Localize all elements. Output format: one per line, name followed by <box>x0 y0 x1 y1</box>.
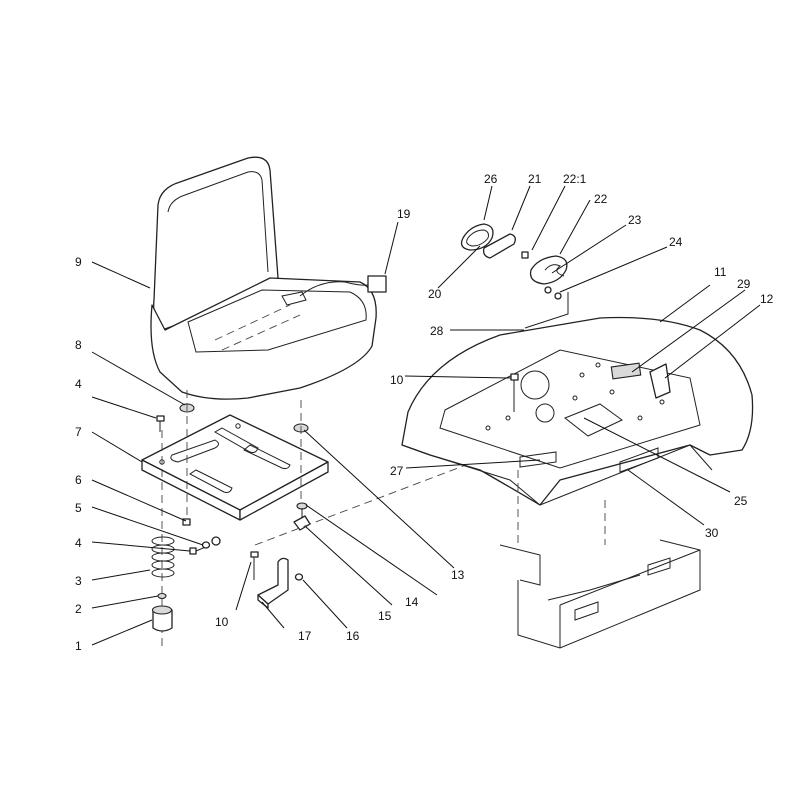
callout-9: 9 <box>75 255 82 269</box>
callout-25: 25 <box>734 494 748 508</box>
callout-3: 3 <box>75 574 82 588</box>
callout-28: 28 <box>430 324 444 338</box>
frame <box>499 470 701 649</box>
fender-bolt <box>510 373 519 412</box>
callout-12: 12 <box>760 292 774 306</box>
callout-26: 26 <box>484 172 498 186</box>
washer-small <box>157 592 167 600</box>
callout-19: 19 <box>397 207 411 221</box>
seat-mount-plate <box>141 414 329 521</box>
bumper <box>151 605 173 632</box>
callout-21: 21 <box>528 172 542 186</box>
bracket <box>250 551 304 609</box>
callout-23: 23 <box>628 213 642 227</box>
callout-15: 15 <box>378 609 392 623</box>
callout-2: 2 <box>75 602 82 616</box>
spring <box>151 536 175 578</box>
callout-16: 16 <box>346 629 360 643</box>
light-assembly <box>460 223 569 329</box>
callout-13: 13 <box>451 568 465 582</box>
callout-6: 6 <box>75 473 82 487</box>
fender <box>401 316 754 506</box>
callout-11: 11 <box>714 265 727 279</box>
seat-adjust-knob <box>293 502 311 531</box>
callout-22-1: 22:1 <box>563 172 587 186</box>
callout-27: 27 <box>390 464 404 478</box>
bolt-side <box>189 536 221 555</box>
callout-17: 17 <box>298 629 312 643</box>
callout-14: 14 <box>405 595 419 609</box>
callout-29: 29 <box>737 277 751 291</box>
callout-4-lower: 4 <box>75 536 82 550</box>
callout-24: 24 <box>669 235 683 249</box>
callout-4-upper: 4 <box>75 377 82 391</box>
callout-10-lower: 10 <box>215 615 229 629</box>
callout-20: 20 <box>428 287 442 301</box>
callout-7: 7 <box>75 425 82 439</box>
nut-plate <box>182 518 191 526</box>
callout-8: 8 <box>75 338 82 352</box>
bolt-upper <box>156 415 165 432</box>
leader-lines <box>91 185 761 646</box>
callout-5: 5 <box>75 501 82 515</box>
callout-30: 30 <box>705 526 719 540</box>
callout-labels: 1 2 3 4 5 6 7 4 8 9 10 17 16 15 14 13 19… <box>75 172 774 653</box>
seat <box>150 156 387 400</box>
callout-10-upper: 10 <box>390 373 404 387</box>
callout-22: 22 <box>594 192 608 206</box>
seat-switch-connector <box>367 275 387 293</box>
callout-1: 1 <box>75 639 82 653</box>
